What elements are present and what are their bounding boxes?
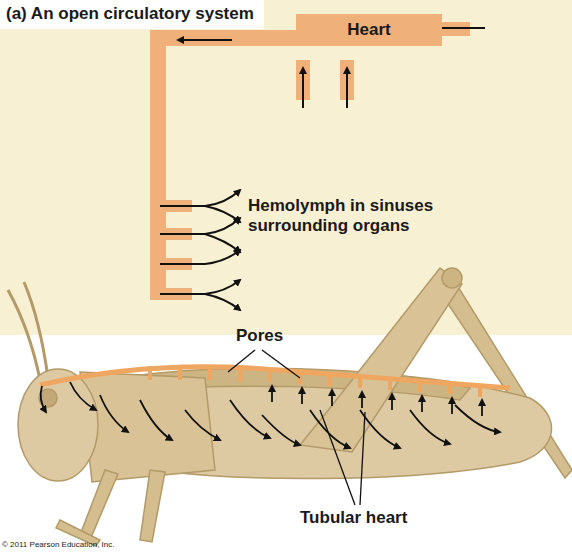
heart-chamber: Heart: [296, 14, 442, 46]
leader-lines: [228, 350, 365, 505]
pores-label: Pores: [236, 326, 316, 346]
node-text: Heart: [347, 20, 390, 40]
dorsal-vessel: [40, 366, 510, 397]
panel-title: (a) An open circulatory system: [0, 0, 264, 29]
vessel-schematic: [150, 22, 470, 300]
grasshopper: [8, 268, 572, 546]
copyright-note: © 2011 Pearson Education, Inc.: [2, 540, 202, 549]
hemolymph-arrows: [41, 382, 500, 448]
flow-arrows: [160, 28, 485, 310]
background-panel: [0, 0, 572, 335]
tubular-heart-label: Tubular heart: [300, 508, 440, 528]
hemolymph-label: Hemolymph in sinuses surrounding organs: [248, 196, 448, 235]
